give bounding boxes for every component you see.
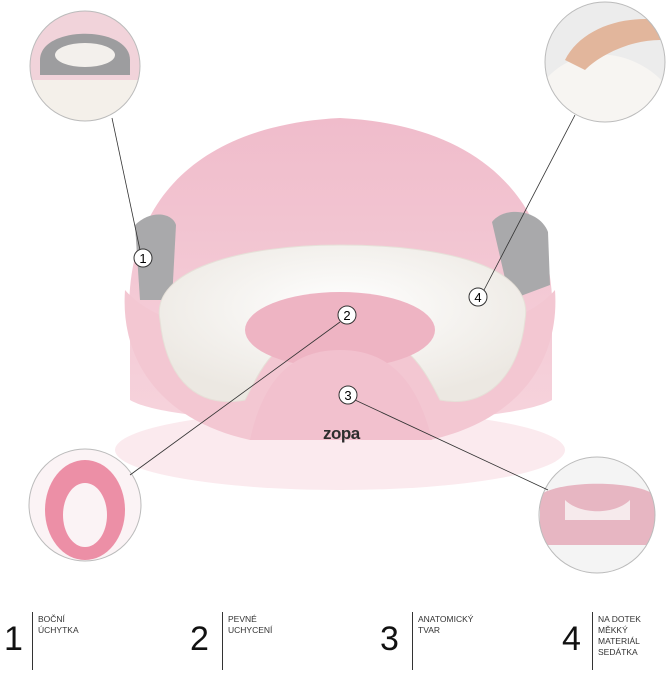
callout-4-soft-touch-closeup [544, 1, 666, 123]
callout-2-underside-closeup [28, 448, 142, 562]
svg-text:2: 2 [343, 308, 350, 323]
legend-divider [592, 612, 593, 670]
legend-divider [412, 612, 413, 670]
svg-text:3: 3 [344, 388, 351, 403]
leader-lines [111, 114, 576, 491]
marker-3: 3 [338, 385, 358, 405]
legend-number: 3 [380, 620, 399, 658]
marker-1: 1 [133, 248, 153, 268]
marker-2: 2 [337, 305, 357, 325]
legend-divider [222, 612, 223, 670]
legend-number: 4 [562, 620, 581, 658]
brand-logo: zopa [323, 424, 360, 443]
callout-1-handle-closeup [29, 10, 141, 122]
callout-3-front-closeup [538, 456, 656, 574]
legend-number: 1 [4, 620, 23, 658]
svg-text:1: 1 [139, 251, 146, 266]
legend-number: 2 [190, 620, 209, 658]
marker-4: 4 [468, 287, 488, 307]
legend-divider [32, 612, 33, 670]
left-handle [135, 214, 176, 300]
product-illustration: 1 2 3 4 [28, 1, 666, 574]
svg-text:4: 4 [474, 290, 481, 305]
seat-hole [245, 292, 435, 368]
